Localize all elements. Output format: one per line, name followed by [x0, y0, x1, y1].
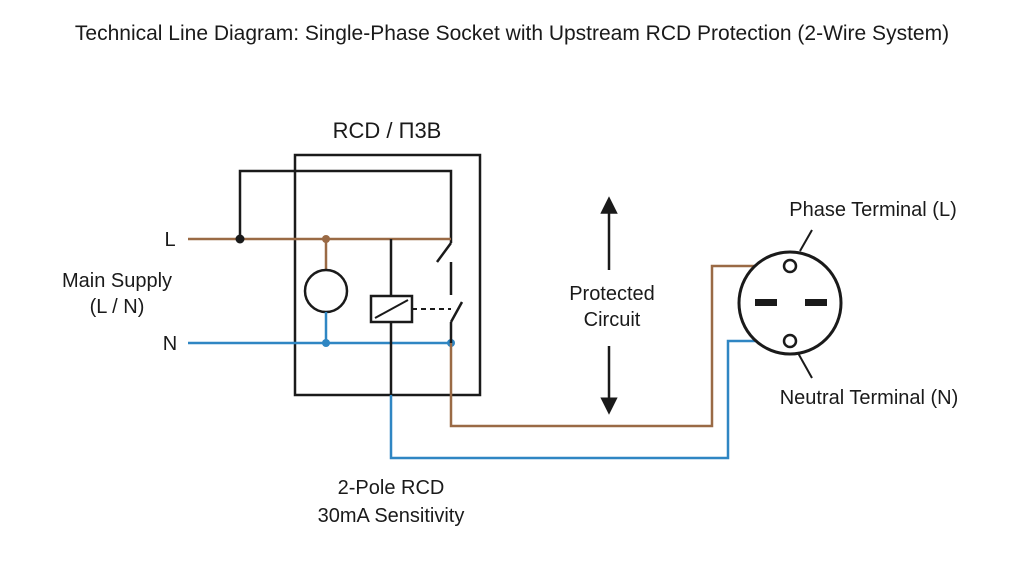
phase-terminal-icon	[782, 258, 798, 274]
neutral-supply-label: N	[163, 333, 177, 355]
rcd-spec-line1: 2-Pole RCD	[338, 477, 445, 499]
rcd-label: RCD / П3В	[333, 118, 442, 143]
toroid-sensor-icon	[303, 268, 349, 314]
phase-terminal-leader	[799, 229, 813, 252]
phase-supply-label: L	[164, 229, 175, 251]
neutral-terminal-icon	[782, 333, 798, 349]
protected-circuit-line1: Protected	[569, 283, 655, 305]
neutral-terminal-leader	[797, 352, 813, 379]
main-supply-label-line1: Main Supply	[62, 270, 172, 292]
phase-terminal-label: Phase Terminal (L)	[789, 199, 956, 221]
main-supply-label-line2: (L / N)	[90, 296, 145, 318]
diagram-title: Technical Line Diagram: Single-Phase Soc…	[75, 22, 949, 45]
neutral-output-wire	[389, 339, 790, 460]
rcd-enclosure	[293, 153, 482, 397]
socket-outlet-icon	[737, 250, 843, 356]
relay-coil-diagonal	[374, 299, 409, 319]
neutral-switch-contact	[449, 301, 464, 323]
socket-pin-left	[755, 299, 777, 306]
protected-circuit-line2: Circuit	[584, 309, 641, 331]
phase-output-wire	[449, 264, 790, 428]
socket-pin-right	[805, 299, 827, 306]
phase-switch-contact	[435, 242, 453, 263]
neutral-terminal-label: Neutral Terminal (N)	[780, 387, 959, 409]
test-loop-junction-dot	[235, 234, 245, 244]
test-loop-wire	[238, 169, 453, 243]
rcd-spec-line2: 30mA Sensitivity	[318, 505, 465, 527]
